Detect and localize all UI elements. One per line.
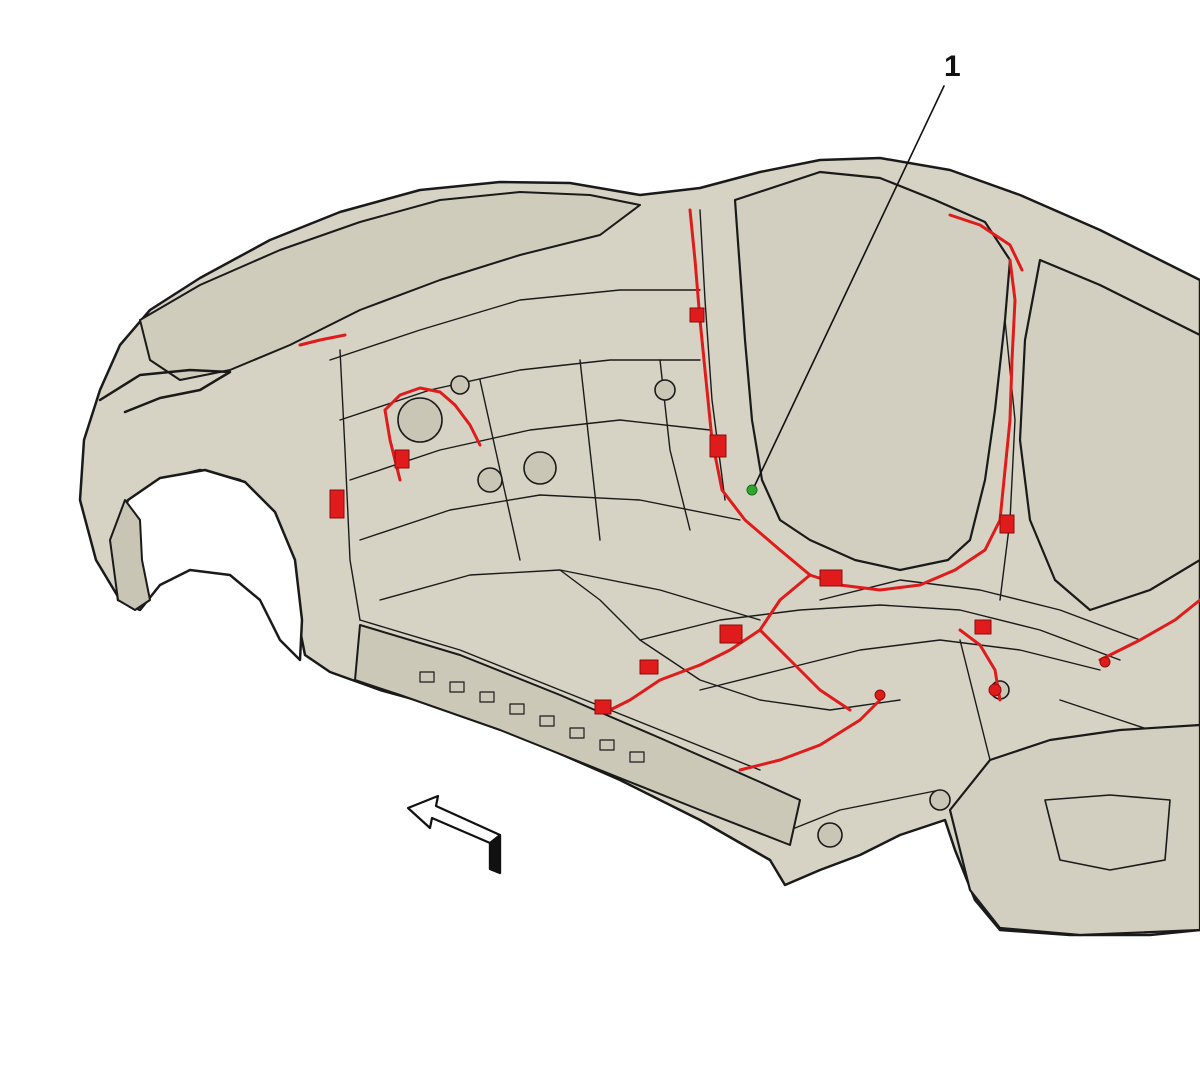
rear-bumper-recess xyxy=(1044,794,1171,871)
interior-structure-lines xyxy=(329,209,1200,873)
headlamp-area xyxy=(98,368,232,414)
ground-point-marker xyxy=(746,484,758,496)
rear-bumper xyxy=(948,723,1200,937)
body-round-features xyxy=(397,375,1010,848)
forward-direction-arrow-icon xyxy=(406,794,502,875)
callout-number-1: 1 xyxy=(944,50,961,83)
hood-panel xyxy=(139,191,641,381)
front-wheel-arch xyxy=(110,468,304,662)
front-door-opening xyxy=(733,170,1012,572)
harness-connectors xyxy=(329,307,1111,715)
callout-leader-line xyxy=(754,85,945,486)
wheel-liner xyxy=(109,499,151,611)
rear-door-opening xyxy=(1018,258,1200,612)
rocker-holes xyxy=(419,671,645,763)
rocker-panel xyxy=(354,624,801,846)
